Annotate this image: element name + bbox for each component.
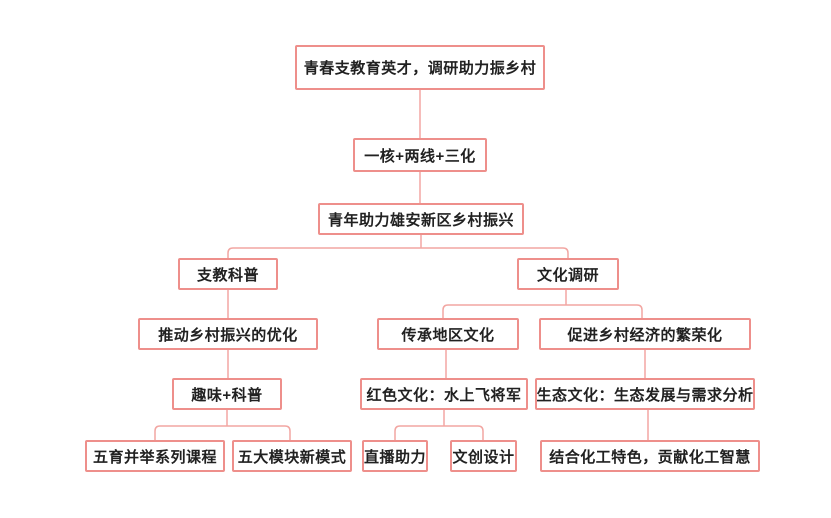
node-chemical-label: 结合化工特色，贡献化工智慧 [549, 448, 751, 466]
node-red-culture-label: 红色文化：水上飞将军 [366, 386, 522, 404]
node-livestream-label: 直播助力 [364, 448, 427, 466]
node-heritage-label: 传承地区文化 [401, 326, 495, 344]
node-five-modules: 五大模块新模式 [232, 440, 352, 472]
node-root-label: 青春支教育英才，调研助力振乡村 [303, 60, 537, 77]
node-theme-label: 青年助力雄安新区乡村振兴 [327, 211, 514, 229]
node-root: 青春支教育英才，调研助力振乡村 [295, 45, 545, 90]
node-optimize: 推动乡村振兴的优化 [138, 318, 318, 350]
edge-theme-branch [227, 247, 569, 258]
node-fun-science-label: 趣味+科普 [191, 386, 263, 404]
node-five-modules-label: 五大模块新模式 [237, 448, 347, 466]
node-cultural-design-label: 文创设计 [452, 448, 515, 466]
node-strategy: 一核+两线+三化 [353, 138, 487, 172]
node-optimize-label: 推动乡村振兴的优化 [158, 326, 298, 344]
node-economy-label: 促进乡村经济的繁荣化 [567, 326, 723, 344]
edge-research-branch [442, 304, 643, 318]
node-livestream: 直播助力 [362, 440, 428, 472]
node-eco-culture: 生态文化：生态发展与需求分析 [535, 378, 755, 410]
node-five-edu: 五育并举系列课程 [85, 440, 225, 472]
node-research: 文化调研 [517, 258, 619, 290]
node-theme: 青年助力雄安新区乡村振兴 [318, 203, 524, 235]
edge-redculture-branch [394, 425, 484, 440]
node-strategy-label: 一核+两线+三化 [364, 147, 476, 165]
node-cultural-design: 文创设计 [450, 440, 517, 472]
node-research-label: 文化调研 [536, 266, 599, 284]
node-heritage: 传承地区文化 [377, 318, 519, 350]
node-teaching-label: 支教科普 [196, 266, 259, 284]
node-teaching: 支教科普 [178, 258, 278, 290]
node-chemical: 结合化工特色，贡献化工智慧 [540, 440, 760, 472]
edge-funscience-branch [154, 425, 291, 440]
node-fun-science: 趣味+科普 [172, 378, 282, 410]
node-five-edu-label: 五育并举系列课程 [92, 448, 217, 466]
node-red-culture: 红色文化：水上飞将军 [360, 378, 528, 410]
node-eco-culture-label: 生态文化：生态发展与需求分析 [536, 386, 754, 404]
node-economy: 促进乡村经济的繁荣化 [539, 318, 751, 350]
